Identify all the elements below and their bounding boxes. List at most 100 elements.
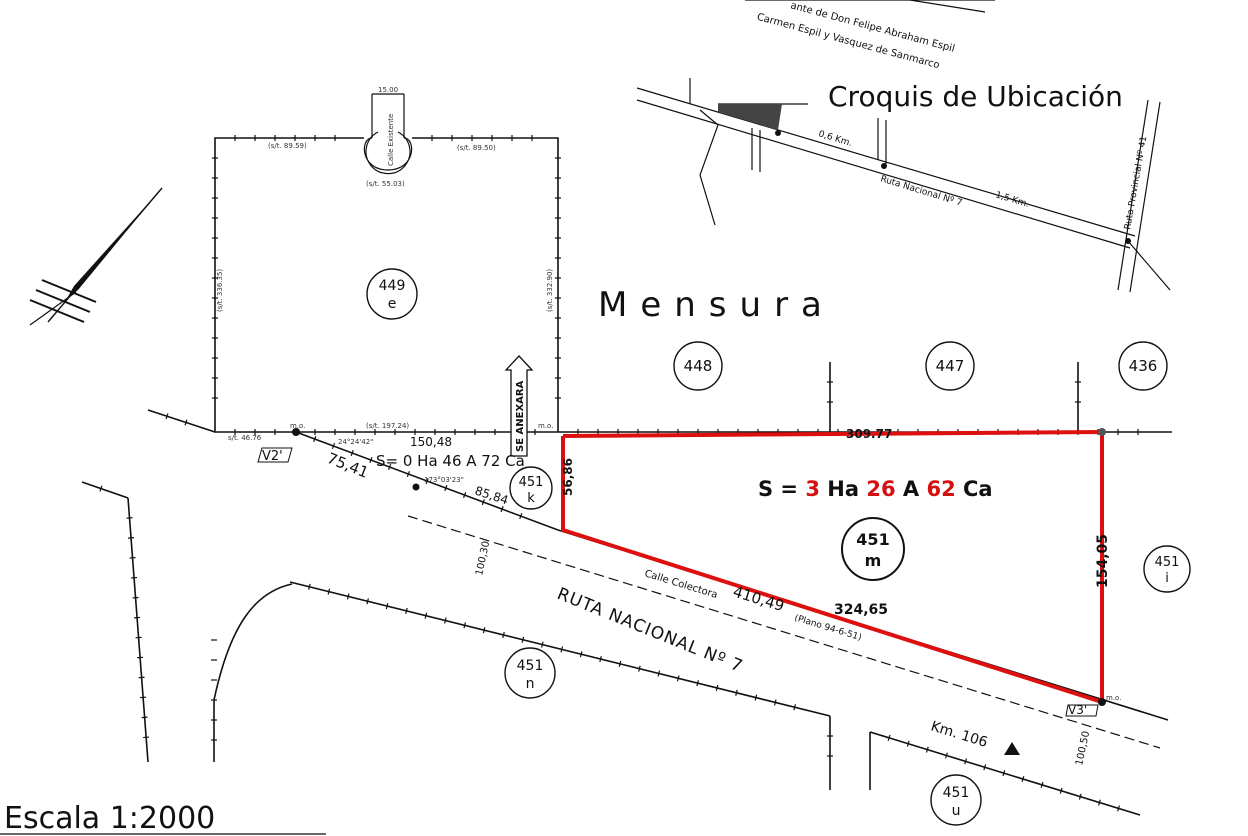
- lot-449e: 449 e: [366, 268, 418, 320]
- dim-85-84: 85,84: [473, 484, 510, 508]
- sketch-ruta-provincial: Ruta Provincial Nº 41: [1123, 135, 1149, 230]
- dim-100-30: 100,30: [474, 540, 492, 577]
- km-label: Km. 106: [929, 719, 990, 751]
- svg-text:e: e: [388, 296, 397, 312]
- boundary-tick: [481, 499, 485, 506]
- boundary-tick: [463, 622, 467, 629]
- boundary-tick: [369, 457, 373, 464]
- boundary-tick: [331, 442, 336, 450]
- surveyed-parcel-boundary: [561, 428, 1106, 706]
- dim-top: 309.77: [846, 427, 892, 441]
- boundary-tick: [1097, 799, 1101, 806]
- dim-46-76: s/t. 46.76: [228, 434, 262, 442]
- dim-449-right: (s/t. 332.90): [546, 269, 554, 312]
- mo-label-1: m.o.: [290, 422, 305, 430]
- svg-text:451: 451: [1155, 555, 1180, 570]
- boundary-tick: [983, 764, 987, 771]
- dim-left-small: 56,86: [561, 458, 575, 496]
- boundary-tick: [925, 746, 929, 753]
- dim-diagonal: 324,65: [834, 602, 888, 618]
- boundary-tick: [887, 734, 891, 741]
- boundary-tick: [443, 617, 447, 624]
- boundary-tick: [579, 651, 583, 658]
- boundary-tick: [1002, 770, 1006, 777]
- svg-text:449: 449: [379, 278, 406, 294]
- boundary-tick: [327, 588, 331, 595]
- boundary-tick: [388, 464, 392, 471]
- dim-449-top-right: (s/t. 89.50): [457, 144, 496, 152]
- v2-point: [292, 428, 300, 436]
- boundary-tick: [500, 506, 504, 513]
- boundary-tick: [405, 607, 408, 614]
- dim-449-cul: (s/t. 55.03): [366, 180, 405, 188]
- lot-451m: 451 m: [841, 517, 905, 581]
- svg-text:436: 436: [1129, 357, 1158, 375]
- boundary-tick: [1078, 793, 1082, 800]
- location-sketch: Croquis de Ubicación 0,6 Km. 1,5 Km. Rut…: [636, 78, 1171, 293]
- boundary-tick: [406, 471, 411, 478]
- dim-150-48: 150,48: [410, 435, 452, 449]
- km-marker-icon: [1004, 742, 1020, 755]
- boundary-ticks: [99, 135, 1139, 812]
- svg-text:k: k: [527, 491, 535, 506]
- ruta-nacional-label: RUTA NACIONAL Nº 7: [554, 584, 746, 677]
- lot-451n: 451 n: [504, 647, 556, 699]
- lot-451k: 451 k: [509, 466, 553, 510]
- north-arrow-icon: [29, 187, 163, 326]
- boundary-tick: [1059, 787, 1063, 794]
- dim-449-left: (s/t. 336.35): [216, 269, 224, 312]
- svg-text:448: 448: [684, 357, 713, 375]
- lot-447: 447: [925, 341, 975, 391]
- boundary-tick: [657, 670, 661, 677]
- sketch-ruta-nacional: Ruta Nacional Nº 7: [879, 174, 963, 208]
- boundary-tick: [618, 660, 622, 667]
- owner-note: ante de Don Felipe Abraham Espil Carmen …: [745, 0, 995, 71]
- boundary-tick: [346, 593, 350, 600]
- svg-text:n: n: [526, 676, 535, 692]
- boundary-tick: [519, 513, 523, 520]
- boundary-tick: [366, 598, 369, 605]
- boundary-tick: [964, 758, 968, 765]
- dim-449-top-left: (s/t. 89.59): [268, 142, 307, 150]
- boundary-tick: [1040, 781, 1044, 788]
- boundary-tick: [425, 478, 429, 485]
- v2-label: V2': [262, 449, 283, 464]
- dim-75-41: 75,41: [325, 449, 372, 482]
- svg-text:451: 451: [519, 475, 544, 490]
- boundary-tick: [313, 435, 317, 443]
- boundary-tick: [906, 740, 910, 747]
- boundary-tick: [735, 689, 738, 696]
- boundary-tick: [638, 665, 641, 672]
- scale-label: Escala 1:2000: [4, 801, 215, 836]
- boundary-tick: [945, 752, 948, 759]
- boundary-tick: [521, 636, 525, 643]
- boundary-tick: [773, 699, 777, 706]
- boundary-tick: [385, 603, 389, 610]
- lot-436: 436: [1118, 341, 1168, 391]
- boundary-tick: [444, 485, 448, 492]
- calle-colectora-label: Calle Colectora: [643, 568, 719, 601]
- boundary-tick: [754, 694, 758, 701]
- boundary-tick: [165, 413, 169, 420]
- dim-right: 154,05: [1095, 534, 1111, 588]
- se-anexara-arrow: SE ANEXARA: [504, 355, 534, 457]
- area-small: S= 0 Ha 46 A 72 Ca: [376, 452, 525, 470]
- boundary-tick: [793, 704, 796, 711]
- dim-449-bottom: (s/t. 197.24): [366, 422, 409, 430]
- lot-451u: 451 u: [930, 774, 982, 826]
- midpoint: [412, 483, 420, 491]
- boundary-tick: [715, 684, 719, 692]
- svg-text:m: m: [865, 551, 882, 570]
- mo-label-2: m.o.: [538, 422, 553, 430]
- area-main: S = 3 Ha 26 A 62 Ca: [758, 477, 993, 501]
- map-title: Mensura: [598, 285, 835, 325]
- svg-text:SE ANEXARA: SE ANEXARA: [515, 380, 526, 452]
- svg-text:u: u: [952, 803, 961, 819]
- svg-text:447: 447: [936, 357, 965, 375]
- angle-2: 173°03'23": [424, 476, 464, 484]
- boundary-tick: [502, 631, 505, 639]
- svg-text:451: 451: [943, 785, 970, 801]
- sketch-title: Croquis de Ubicación: [828, 80, 1123, 113]
- dim-15: 15.00: [378, 86, 398, 94]
- lot-451i: 451 i: [1143, 545, 1191, 593]
